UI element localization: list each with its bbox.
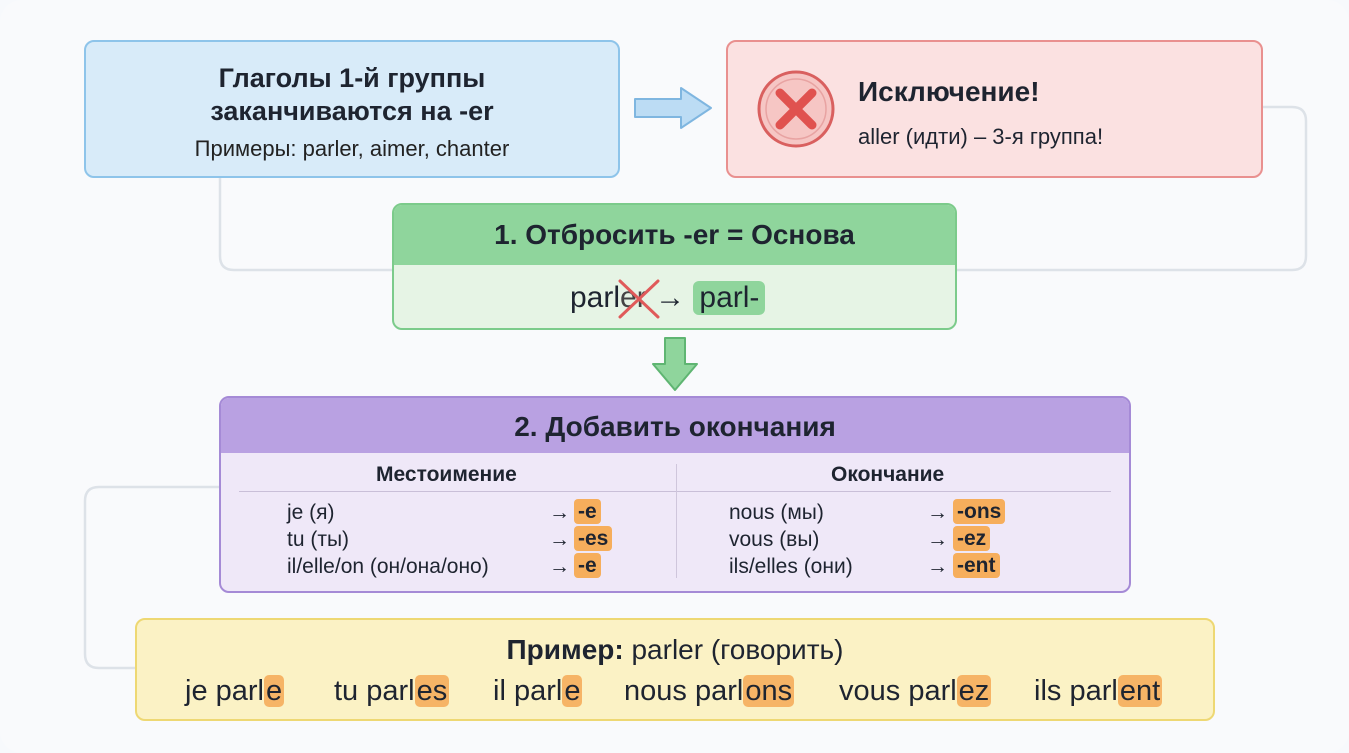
verb-stem-part: parl bbox=[570, 281, 621, 314]
form-stem: il parl bbox=[493, 675, 563, 707]
form-stem: vous parl bbox=[839, 675, 957, 707]
pronoun: il/elle/on (он/она/оно) bbox=[287, 555, 489, 578]
stem-result: parl- bbox=[693, 281, 766, 315]
rule-title-line2: заканчиваются на -er bbox=[210, 96, 494, 126]
row-arrow: → bbox=[927, 501, 948, 524]
pronoun-column-header: Местоимение bbox=[376, 463, 517, 486]
ending-column-header: Окончание bbox=[831, 463, 945, 486]
form-stem: je parl bbox=[185, 675, 264, 707]
step1-title: 1. Отбросить -er = Основа bbox=[394, 205, 955, 265]
row-arrow: → bbox=[549, 555, 570, 578]
example-form: ils parlent bbox=[1034, 675, 1163, 708]
ending-badge: -e bbox=[574, 553, 601, 578]
row-arrow: → bbox=[927, 555, 948, 578]
step2-box: 2. Добавить окончания Местоимение Оконча… bbox=[219, 396, 1131, 593]
pronoun: tu (ты) bbox=[287, 528, 350, 551]
ending-badge: -ent bbox=[953, 553, 1000, 578]
example-verb: parler (говорить) bbox=[631, 634, 844, 665]
header-divider bbox=[239, 491, 1111, 492]
arrow-down-icon bbox=[652, 337, 698, 391]
form-suffix: ons bbox=[743, 675, 795, 707]
conjugation-row: je (я) → -e bbox=[287, 499, 647, 526]
rule-box: Глаголы 1-й группы заканчиваются на -er … bbox=[84, 40, 620, 178]
example-box: Пример: parler (говорить) je parle tu pa… bbox=[135, 618, 1215, 721]
step1-box: 1. Отбросить -er = Основа parler → parl- bbox=[392, 203, 957, 330]
exception-text: aller (идти) – 3-я группа! bbox=[858, 124, 1104, 149]
example-form: vous parlez bbox=[839, 675, 992, 708]
connector-rule-to-step1 bbox=[218, 178, 392, 272]
removed-ending: er bbox=[618, 279, 660, 319]
step1-arrow: → bbox=[655, 281, 686, 314]
ending-badge: -e bbox=[574, 499, 601, 524]
example-form: tu parles bbox=[334, 675, 450, 708]
ending-badge: -es bbox=[574, 526, 613, 551]
ending-badge: -ons bbox=[953, 499, 1006, 524]
arrow-right-icon bbox=[634, 87, 712, 129]
example-title: Пример: parler (говорить) bbox=[137, 634, 1213, 666]
exception-title: Исключение! bbox=[858, 76, 1040, 107]
pronoun: vous (вы) bbox=[729, 528, 820, 551]
example-form: je parle bbox=[185, 675, 285, 708]
pronoun: ils/elles (они) bbox=[729, 555, 853, 578]
form-suffix: ent bbox=[1117, 675, 1163, 707]
x-circle-icon bbox=[757, 70, 835, 148]
conjugation-row: ils/elles (они) → -ent bbox=[729, 553, 1089, 580]
column-divider bbox=[676, 464, 677, 578]
form-stem: tu parl bbox=[334, 675, 415, 707]
stem-example: parler → parl- bbox=[570, 279, 766, 319]
form-suffix: ez bbox=[956, 675, 992, 707]
example-form: nous parlons bbox=[624, 675, 795, 708]
conjugation-row: nous (мы) → -ons bbox=[729, 499, 1089, 526]
ending-badge: -ez bbox=[953, 526, 991, 551]
conjugation-row: vous (вы) → -ez bbox=[729, 526, 1089, 553]
form-stem: nous parl bbox=[624, 675, 744, 707]
rule-title-line1: Глаголы 1-й группы bbox=[218, 63, 486, 93]
rule-examples: Примеры: parler, aimer, chanter bbox=[194, 136, 510, 161]
row-arrow: → bbox=[549, 528, 570, 551]
row-arrow: → bbox=[549, 501, 570, 524]
pronoun: nous (мы) bbox=[729, 501, 824, 524]
form-stem: ils parl bbox=[1034, 675, 1118, 707]
form-suffix: es bbox=[414, 675, 450, 707]
conjugation-row: il/elle/on (он/она/оно) → -e bbox=[287, 553, 647, 580]
step1-body: parler → parl- bbox=[394, 265, 955, 328]
rule-title: Глаголы 1-й группы заканчиваются на -er bbox=[86, 62, 618, 128]
example-form: il parle bbox=[493, 675, 583, 708]
form-suffix: e bbox=[562, 675, 583, 707]
exception-box: Исключение! aller (идти) – 3-я группа! bbox=[726, 40, 1263, 178]
strike-x-icon bbox=[618, 279, 660, 319]
pronoun: je (я) bbox=[287, 501, 335, 524]
form-suffix: e bbox=[264, 675, 285, 707]
example-label: Пример: bbox=[506, 634, 624, 665]
row-arrow: → bbox=[927, 528, 948, 551]
step2-title: 2. Добавить окончания bbox=[221, 398, 1129, 453]
conjugation-row: tu (ты) → -es bbox=[287, 526, 647, 553]
